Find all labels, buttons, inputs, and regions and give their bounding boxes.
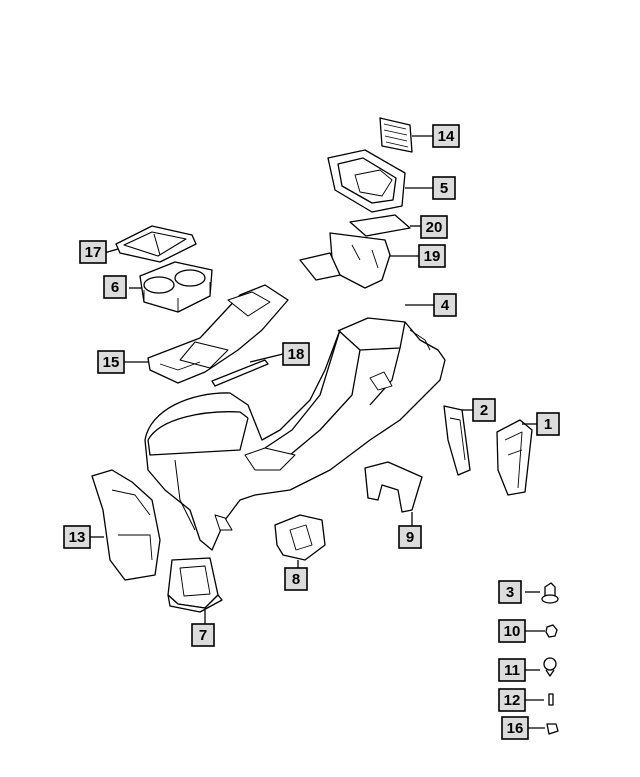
callout-number: 14 — [438, 128, 455, 145]
callout-13: 13 — [63, 525, 91, 549]
callout-12: 12 — [498, 688, 526, 712]
callout-number: 18 — [288, 346, 305, 363]
callout-box — [398, 525, 422, 549]
cupholder-icon — [129, 261, 213, 313]
callout-box — [472, 398, 496, 422]
rivet-icon — [525, 693, 554, 706]
callout-number: 6 — [111, 279, 119, 296]
callout-10: 10 — [498, 619, 526, 643]
callout-number: 11 — [504, 662, 520, 679]
callout-box — [432, 176, 456, 200]
callout-17: 17 — [79, 240, 107, 264]
callout-number: 13 — [69, 529, 86, 546]
callout-7: 7 — [191, 623, 215, 647]
callout-18: 18 — [282, 342, 310, 366]
callout-1: 1 — [536, 412, 560, 436]
pad-icon — [349, 214, 421, 237]
side-panel-icon — [443, 405, 473, 476]
callout-number: 8 — [292, 571, 300, 588]
callout-11: 11 — [498, 658, 526, 682]
callout-box — [498, 580, 522, 604]
callout-number: 5 — [440, 180, 448, 197]
mount-bracket-icon — [364, 461, 423, 526]
callout-14: 14 — [432, 124, 460, 148]
callout-box — [433, 293, 457, 317]
callout-box — [501, 716, 529, 740]
callout-16: 16 — [501, 716, 529, 740]
callout-number: 16 — [507, 720, 524, 737]
bracket-icon — [299, 232, 419, 289]
side-cover-icon — [496, 419, 537, 496]
callout-number: 2 — [480, 402, 488, 419]
callout-number: 10 — [504, 623, 521, 640]
callout-box — [282, 342, 310, 366]
callout-number: 15 — [103, 354, 120, 371]
callout-box — [63, 525, 91, 549]
callout-box — [498, 658, 526, 682]
callout-number: 19 — [424, 248, 441, 265]
callout-number: 3 — [506, 584, 514, 601]
callout-19: 19 — [418, 244, 446, 268]
callout-number: 17 — [85, 244, 102, 261]
clip-icon — [528, 723, 559, 735]
callout-box — [432, 124, 460, 148]
rear-cover-icon — [90, 469, 161, 581]
base-bracket-icon — [167, 557, 223, 624]
callout-number: 12 — [504, 692, 521, 709]
callout-5: 5 — [432, 176, 456, 200]
callout-box — [284, 567, 308, 591]
console-top-icon — [124, 284, 289, 384]
callout-box — [79, 240, 107, 264]
callout-4: 4 — [433, 293, 457, 317]
callout-box — [498, 619, 526, 643]
callout-box — [418, 244, 446, 268]
bolt-icon — [525, 657, 557, 677]
callout-box — [498, 688, 526, 712]
callout-number: 9 — [406, 529, 414, 546]
nut-icon — [525, 624, 558, 638]
callout-2: 2 — [472, 398, 496, 422]
callout-box — [97, 350, 125, 374]
callout-number: 1 — [544, 416, 552, 433]
bin-mat-icon — [379, 117, 433, 153]
callout-box — [420, 215, 448, 239]
callout-20: 20 — [420, 215, 448, 239]
callout-15: 15 — [97, 350, 125, 374]
shifter-bracket-icon — [274, 514, 326, 568]
console-icon — [144, 304, 446, 551]
callout-number: 4 — [441, 297, 450, 314]
callout-box — [536, 412, 560, 436]
callout-box — [191, 623, 215, 647]
callout-6: 6 — [103, 275, 127, 299]
callout-number: 7 — [199, 627, 207, 644]
cupholder-trim-icon — [103, 225, 197, 263]
callout-9: 9 — [398, 525, 422, 549]
callout-3: 3 — [498, 580, 522, 604]
callout-number: 20 — [426, 219, 443, 236]
screw-icon — [525, 582, 559, 604]
callout-box — [103, 275, 127, 299]
callout-8: 8 — [284, 567, 308, 591]
trim-strip-icon — [211, 353, 284, 387]
bezel-icon — [327, 149, 433, 213]
